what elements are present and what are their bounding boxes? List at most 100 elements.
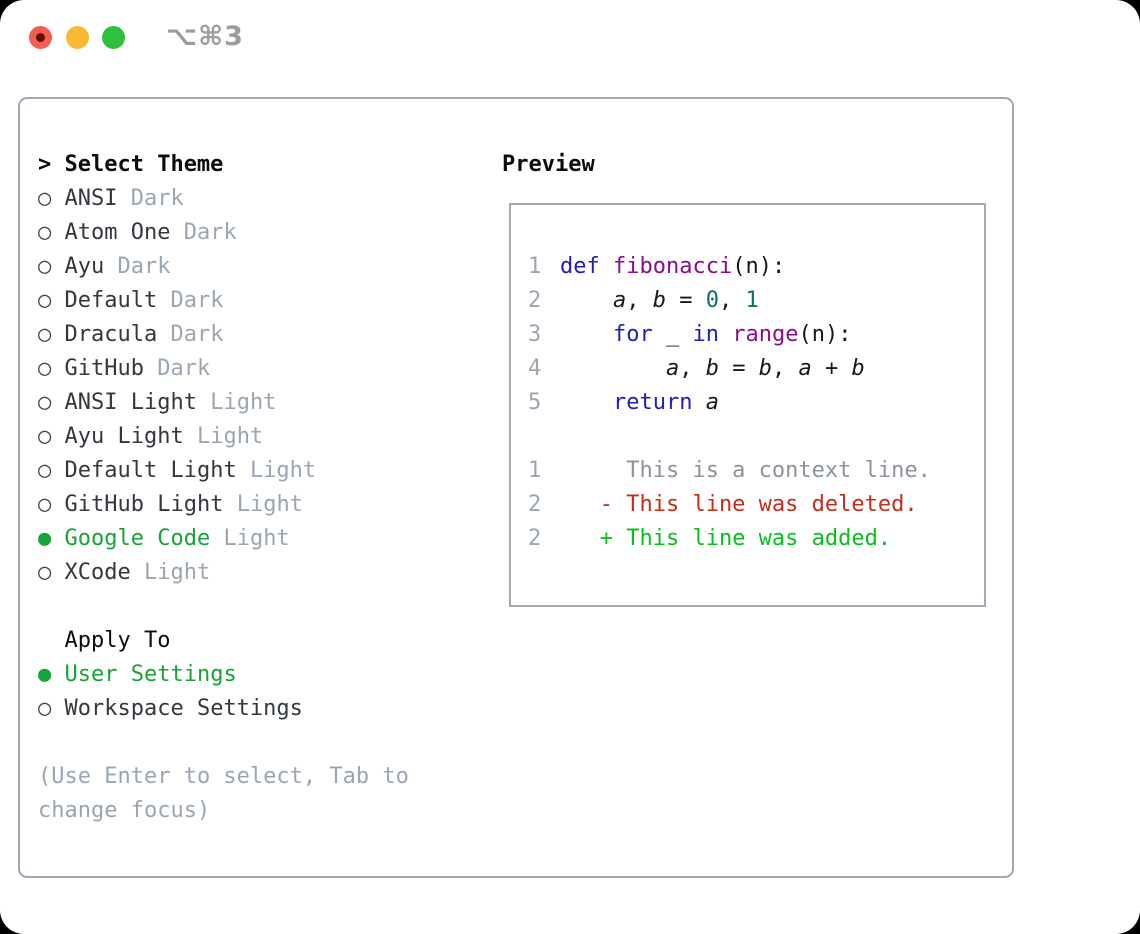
theme-variant-label: Dark bbox=[170, 288, 224, 313]
window-title: ⌥⌘3 bbox=[166, 21, 244, 52]
theme-option-github[interactable]: ○ GitHub Dark bbox=[38, 352, 409, 386]
theme-picker-panel: >Select Theme ○ ANSI Dark○ Atom One Dark… bbox=[18, 97, 1014, 878]
theme-label: ANSI Light bbox=[64, 390, 197, 415]
code-segment-plain: + bbox=[811, 356, 852, 381]
theme-label: Atom One bbox=[64, 220, 171, 245]
theme-option-ayu[interactable]: ○ Ayu Dark bbox=[38, 250, 409, 284]
apply-option-label: Workspace Settings bbox=[64, 696, 303, 721]
code-segment-var: a bbox=[798, 356, 812, 381]
title-bar: ⌥⌘3 bbox=[0, 0, 1140, 75]
code-segment-plain: , bbox=[771, 356, 799, 381]
theme-variant-label: Light bbox=[143, 560, 211, 585]
minimize-button[interactable] bbox=[66, 26, 89, 49]
code-segment-plain: (n): bbox=[798, 322, 852, 347]
theme-option-ansi-light[interactable]: ○ ANSI Light Light bbox=[38, 386, 409, 420]
blank-line bbox=[528, 216, 984, 250]
code-segment-keyword: def bbox=[560, 254, 613, 279]
added-line: 2 + This line was added. bbox=[528, 522, 984, 556]
code-segment-function: range bbox=[732, 322, 799, 347]
theme-option-atom-one[interactable]: ○ Atom One Dark bbox=[38, 216, 409, 250]
code-segment-plain bbox=[560, 288, 613, 313]
apply-option-user-settings[interactable]: ● User Settings bbox=[38, 658, 409, 692]
line-number: 4 bbox=[528, 356, 542, 381]
close-dot-icon bbox=[36, 33, 45, 42]
code-segment-plain bbox=[560, 356, 666, 381]
code-segment-var: a bbox=[665, 356, 680, 381]
theme-variant-label: Dark bbox=[183, 220, 237, 245]
code-segment-keyword: return bbox=[612, 390, 693, 415]
deleted-line: 2 - This line was deleted. bbox=[528, 488, 984, 522]
radio-selected-icon: ● bbox=[38, 526, 52, 551]
theme-label: GitHub Light bbox=[64, 492, 224, 517]
code-segment-plain bbox=[560, 322, 613, 347]
theme-label: GitHub bbox=[64, 356, 144, 381]
selection-cursor-icon: > bbox=[38, 152, 52, 177]
hint-line-1: (Use Enter to select, Tab to bbox=[38, 764, 409, 789]
theme-option-github-light[interactable]: ○ GitHub Light Light bbox=[38, 488, 409, 522]
blank-line bbox=[528, 420, 984, 454]
theme-label: Ayu Light bbox=[64, 424, 184, 449]
theme-label: XCode bbox=[64, 560, 131, 585]
code-segment-plain bbox=[692, 390, 705, 415]
theme-list: ○ ANSI Dark○ Atom One Dark○ Ayu Dark○ De… bbox=[38, 182, 409, 590]
code-segment-plain: , bbox=[626, 288, 653, 313]
theme-list-header: > Select Theme bbox=[38, 148, 409, 182]
code-segment-plain: , bbox=[679, 356, 706, 381]
theme-option-ayu-light[interactable]: ○ Ayu Light Light bbox=[38, 420, 409, 454]
radio-unselected-icon: ○ bbox=[38, 322, 52, 347]
code-segment-literal: 1 bbox=[745, 288, 759, 313]
theme-option-xcode[interactable]: ○ XCode Light bbox=[38, 556, 409, 590]
code-line: 5 return a bbox=[528, 386, 984, 420]
blank-line bbox=[528, 556, 984, 590]
radio-unselected-icon: ○ bbox=[38, 220, 52, 245]
code-segment-plain bbox=[560, 390, 613, 415]
context-line: 1 This is a context line. bbox=[528, 454, 984, 488]
spacer bbox=[38, 590, 409, 624]
code-segment-var: b bbox=[758, 356, 772, 381]
line-number: 1 bbox=[528, 254, 542, 279]
code-segment-plain: (n): bbox=[732, 254, 786, 279]
spacer bbox=[38, 726, 409, 760]
line-number: 5 bbox=[528, 390, 542, 415]
radio-unselected-icon: ○ bbox=[38, 356, 52, 381]
code-line: 3 for _ in range(n): bbox=[528, 318, 984, 352]
theme-variant-label: Light bbox=[236, 492, 303, 517]
line-number: 2 bbox=[528, 288, 542, 313]
code-segment-literal: 0 bbox=[705, 288, 719, 313]
code-segment-keyword: for bbox=[612, 322, 653, 347]
theme-variant-label: Light bbox=[210, 390, 277, 415]
apply-to-list: ● User Settings○ Workspace Settings bbox=[38, 658, 409, 726]
code-segment-var: a bbox=[612, 288, 627, 313]
radio-unselected-icon: ○ bbox=[38, 560, 52, 585]
radio-unselected-icon: ○ bbox=[38, 696, 52, 721]
code-segment-added: + This line was added. bbox=[560, 526, 892, 551]
radio-unselected-icon: ○ bbox=[38, 492, 52, 517]
theme-variant-label: Dark bbox=[170, 322, 224, 347]
code-segment-context: This is a context line. bbox=[560, 458, 931, 483]
theme-option-default[interactable]: ○ Default Dark bbox=[38, 284, 409, 318]
code-line: 4 a, b = b, a + b bbox=[528, 352, 984, 386]
theme-list-title: Select Theme bbox=[64, 152, 224, 177]
apply-option-workspace-settings[interactable]: ○ Workspace Settings bbox=[38, 692, 409, 726]
apply-to-title: Apply To bbox=[64, 628, 171, 653]
close-button[interactable] bbox=[29, 26, 52, 49]
apply-option-label: User Settings bbox=[64, 662, 237, 687]
code-segment-function: fibonacci bbox=[612, 254, 733, 279]
theme-label: Ayu bbox=[64, 254, 105, 279]
code-segment-deleted: - This line was deleted. bbox=[560, 492, 918, 517]
theme-option-dracula[interactable]: ○ Dracula Dark bbox=[38, 318, 409, 352]
code-segment-plain: , bbox=[718, 288, 746, 313]
theme-label: Default bbox=[64, 288, 158, 313]
code-line: 2 a, b = 0, 1 bbox=[528, 284, 984, 318]
radio-unselected-icon: ○ bbox=[38, 254, 52, 279]
code-segment-plain: = bbox=[718, 356, 759, 381]
theme-option-ansi[interactable]: ○ ANSI Dark bbox=[38, 182, 409, 216]
code-segment-plain: _ bbox=[652, 322, 693, 347]
theme-option-google-code[interactable]: ● Google Code Light bbox=[38, 522, 409, 556]
line-number: 3 bbox=[528, 322, 542, 347]
maximize-button[interactable] bbox=[102, 26, 125, 49]
theme-option-default-light[interactable]: ○ Default Light Light bbox=[38, 454, 409, 488]
radio-unselected-icon: ○ bbox=[38, 288, 52, 313]
